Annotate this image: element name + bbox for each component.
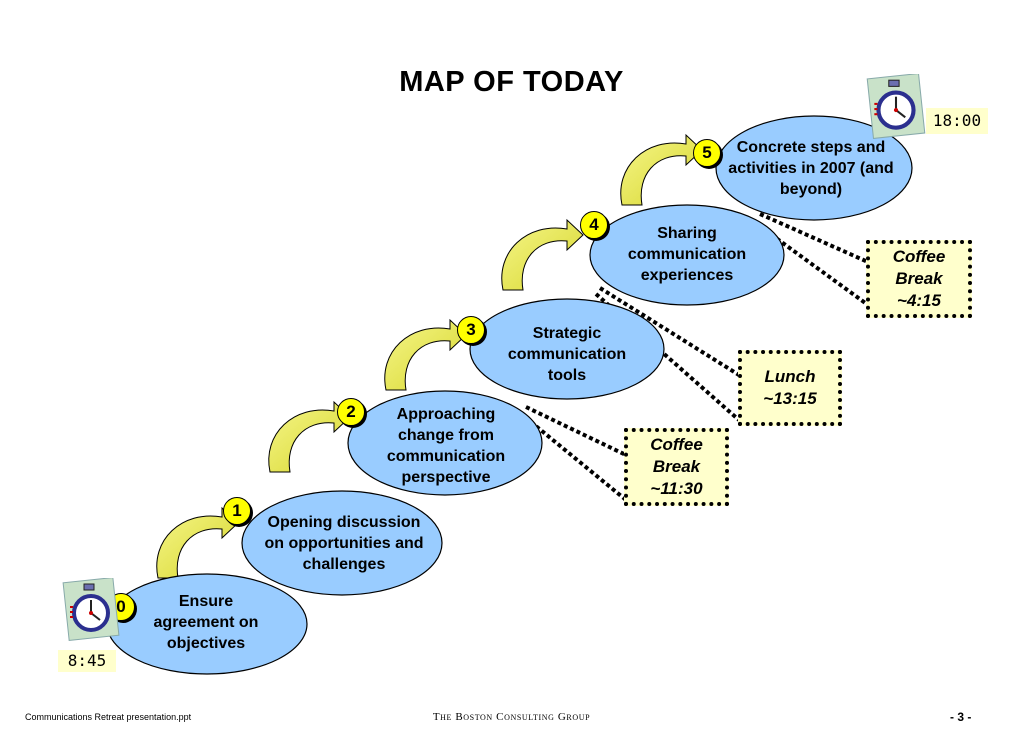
break-name: Coffee Break [892, 247, 946, 288]
footer-company: The Boston Consulting Group [432, 711, 591, 723]
start-time-label: 8:45 [58, 650, 116, 672]
stopwatch-icon [62, 576, 120, 642]
curved-arrow-3-4 [501, 218, 584, 291]
curved-arrow-2-3 [384, 318, 467, 391]
break-time: ~11:30 [650, 479, 703, 498]
coffee-break-afternoon-note: Coffee Break ~4:15 [866, 240, 972, 318]
step-ellipse-3 [469, 298, 665, 400]
lunch-note: Lunch ~13:15 [738, 350, 842, 426]
step-ellipse-2 [347, 390, 543, 496]
step-number-badge-3: 3 [457, 316, 485, 344]
step-number-badge-1: 1 [223, 497, 251, 525]
page-number: - 3 - [950, 710, 972, 724]
break-name: Coffee Break [650, 435, 703, 476]
step-label-2: Approaching change from communication pe… [386, 406, 506, 486]
step-ellipse-1 [241, 490, 443, 596]
step-label-4: Sharing communication experiences [627, 225, 747, 284]
end-time-label: 18:00 [926, 108, 988, 134]
connector-lunch [598, 286, 741, 377]
stopwatch-icon [866, 72, 926, 140]
step-number-badge-2: 2 [337, 398, 365, 426]
step-label-3: Strategic communication tools [507, 325, 627, 384]
footer-filename: Communications Retreat presentation.ppt [25, 712, 192, 722]
connector-coffee-break-1 [525, 405, 627, 457]
step-label-5: Concrete steps and activities in 2007 (a… [728, 139, 894, 198]
coffee-break-morning-note: Coffee Break ~11:30 [624, 428, 729, 506]
step-number-badge-4: 4 [580, 211, 608, 239]
step-ellipse-4 [589, 204, 785, 306]
break-time: ~4:15 [897, 291, 941, 310]
step-label-1: Opening discussion on opportunities and … [264, 514, 424, 573]
break-name: Lunch [764, 367, 816, 386]
step-label-0: Ensure agreement on objectives [153, 593, 259, 652]
page-title: MAP OF TODAY [399, 66, 624, 98]
curved-arrow-4-5 [620, 133, 703, 206]
break-time: ~13:15 [763, 389, 817, 408]
connector-coffee-break-2 [759, 212, 869, 264]
step-number-badge-5: 5 [693, 139, 721, 167]
step-ellipse-5 [715, 115, 913, 221]
